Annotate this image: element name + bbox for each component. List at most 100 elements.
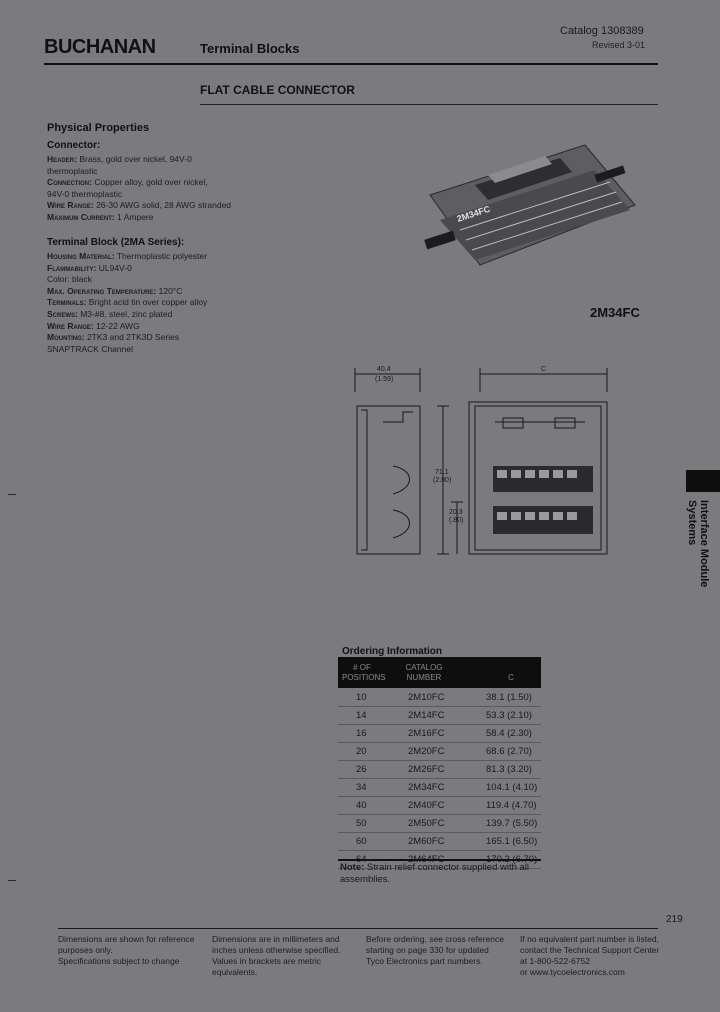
property-line: Screws: M3-#8, steel, zinc plated xyxy=(47,309,173,319)
cell-pos: 20 xyxy=(356,746,367,757)
footer-line: starting on page 330 for updated xyxy=(366,945,489,955)
cell-c: 53.3 (2.10) xyxy=(486,710,532,721)
cell-c: 58.4 (2.30) xyxy=(486,728,532,739)
footer-line: inches unless otherwise specified. xyxy=(212,945,341,955)
dim-width: 40.4 xyxy=(377,366,391,373)
section-tab xyxy=(686,470,720,492)
page-subtitle: FLAT CABLE CONNECTOR xyxy=(200,83,355,97)
property-line: Color: black xyxy=(47,274,92,285)
dim-height-in: (2.80) xyxy=(433,477,451,484)
cell-c: 38.1 (1.50) xyxy=(486,692,532,703)
property-line: thermoplastic xyxy=(47,165,98,176)
cell-pos: 50 xyxy=(356,818,367,829)
dimension-drawing: 40.4 (1.59) 71.1 (2.80) 20.3 (.80) C xyxy=(354,366,608,555)
table-row: 40 2M40FC 119.4 (4.70) xyxy=(338,797,541,815)
footer-line: contact the Technical Support Center xyxy=(520,945,660,955)
property-line: Housing Material: Thermoplastic polyeste… xyxy=(47,251,208,261)
property-line: 94V-0 thermoplastic xyxy=(47,188,123,199)
properties-heading: Physical Properties xyxy=(47,122,150,134)
table-row: 14 2M14FC 53.3 (2.10) xyxy=(338,707,541,725)
cell-c: 104.1 (4.10) xyxy=(486,782,538,793)
footer-line: Dimensions are shown for reference xyxy=(58,934,195,944)
dim-height: 71.1 xyxy=(435,469,449,476)
cell-num: 2M60FC xyxy=(408,836,445,847)
cell-pos: 10 xyxy=(356,692,367,703)
ordering-note: Note: Strain relief connector supplied w… xyxy=(340,862,530,885)
table-row: 34 2M34FC 104.1 (4.10) xyxy=(338,779,541,797)
cell-c: 68.6 (2.70) xyxy=(486,746,532,757)
connector-heading: Connector: xyxy=(47,140,101,151)
section-title: Terminal Blocks xyxy=(200,41,300,56)
cell-num: 2M20FC xyxy=(408,746,445,757)
page-number: 219 xyxy=(666,914,683,925)
cell-num: 2M34FC xyxy=(408,782,445,793)
property-line: Wire Range: 12-22 AWG xyxy=(47,320,140,331)
subtitle-rule xyxy=(200,104,658,105)
col-positions: # OF POSITIONS xyxy=(342,663,386,682)
cell-num: 2M16FC xyxy=(408,728,445,739)
footer-line: equivalents. xyxy=(212,967,258,977)
cell-num: 2M14FC xyxy=(408,710,445,721)
footer-line: Dimensions are in millimeters and xyxy=(212,934,340,944)
cell-num: 2M10FC xyxy=(408,692,445,703)
property-line: Flammability: UL94V-0 xyxy=(47,262,132,273)
footer-line: If no equivalent part number is listed, xyxy=(520,934,659,944)
table-row: 16 2M16FC 58.4 (2.30) xyxy=(338,725,541,743)
cell-c: 119.4 (4.70) xyxy=(486,800,537,811)
cell-c: 81.3 (3.20) xyxy=(486,764,532,775)
section-tab-label: Interface Module Systems xyxy=(686,500,710,588)
dim-small: 20.3 xyxy=(449,509,463,516)
header-rule xyxy=(44,63,658,65)
table-row: 26 2M26FC 81.3 (3.20) xyxy=(338,761,541,779)
brand-logo: BUCHANAN xyxy=(44,36,156,58)
property-line: Header: Brass, gold over nickel, 94V-0 xyxy=(47,154,192,164)
terminal-block-heading: Terminal Block (2MA Series): xyxy=(47,237,185,248)
footer-line: at 1-800-522-6752 xyxy=(520,956,590,966)
ordering-table-header: # OF POSITIONS CATALOG NUMBER C xyxy=(338,657,541,688)
ordering-table-rule xyxy=(338,859,541,861)
property-line: SNAPTRACK Channel xyxy=(47,343,133,354)
cell-pos: 26 xyxy=(356,764,367,775)
footer-line: purposes only. xyxy=(58,945,113,955)
property-line: Terminals: Bright acid tin over copper a… xyxy=(47,297,208,308)
property-line: Connection: Copper alloy, gold over nick… xyxy=(47,177,208,188)
col-catalog: CATALOG NUMBER xyxy=(405,663,443,682)
margin-tick xyxy=(8,880,16,881)
footer-line: or www.tycoelectronics.com xyxy=(520,967,625,977)
table-row: 60 2M60FC 165.1 (6.50) xyxy=(338,833,541,851)
property-line: Maximum Current: 1 Ampere xyxy=(47,212,154,222)
cell-c: 139.7 (5.50) xyxy=(486,818,538,829)
footer-line: Specifications subject to change xyxy=(58,956,180,966)
table-row: 20 2M20FC 68.6 (2.70) xyxy=(338,743,541,761)
property-line: Max. Operating Temperature: 120°C xyxy=(47,285,183,296)
cell-pos: 40 xyxy=(356,800,367,811)
footer-col-4: If no equivalent part number is listed,c… xyxy=(520,934,659,978)
footer-line: Before ordering, see cross reference xyxy=(366,934,504,944)
dim-small-in: (.80) xyxy=(449,517,463,524)
table-row: 10 2M10FC 38.1 (1.50) xyxy=(338,689,541,707)
cell-num: 2M50FC xyxy=(408,818,445,829)
cell-pos: 60 xyxy=(356,836,367,847)
margin-tick xyxy=(8,494,16,495)
cell-c: 165.1 (6.50) xyxy=(486,836,538,847)
footer-line: Values in brackets are metric xyxy=(212,956,321,966)
photo-caption: 2M34FC xyxy=(590,305,640,320)
col-c: C xyxy=(508,673,514,682)
product-photo: 2M34FC xyxy=(424,144,636,266)
revised-date: Revised 3-01 xyxy=(592,40,646,50)
cell-num: 2M40FC xyxy=(408,800,445,811)
ordering-title: Ordering Information xyxy=(342,646,442,657)
dim-c: C xyxy=(541,366,546,373)
cell-pos: 16 xyxy=(356,728,367,739)
property-line: Wire Range: 26-30 AWG solid, 28 AWG stra… xyxy=(47,200,232,211)
dim-width-in: (1.59) xyxy=(375,376,393,383)
cell-num: 2M26FC xyxy=(408,764,445,775)
cell-pos: 34 xyxy=(356,782,367,793)
property-line: Mounting: 2TK3 and 2TK3D Series xyxy=(47,332,180,343)
ordering-table-body: 10 2M10FC 38.1 (1.50) 14 2M14FC 53.3 (2.10) 16… xyxy=(338,689,541,869)
footer-line: Tyco Electronics part numbers. xyxy=(366,956,483,966)
cell-pos: 14 xyxy=(356,710,367,721)
